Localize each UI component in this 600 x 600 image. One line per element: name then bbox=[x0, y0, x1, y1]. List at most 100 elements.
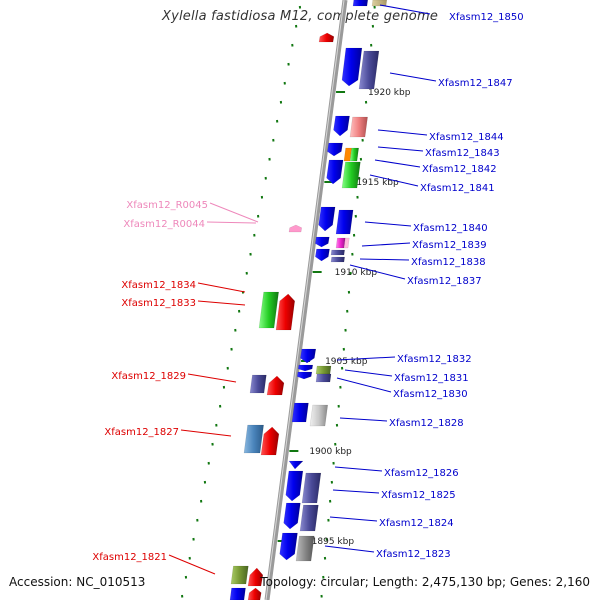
gene-glyph[interactable] bbox=[247, 587, 262, 600]
gene-glyph[interactable] bbox=[288, 460, 304, 470]
genome-backbone bbox=[264, 0, 348, 600]
label-leader bbox=[336, 377, 392, 393]
gene-glyph[interactable] bbox=[275, 293, 296, 331]
gene-label[interactable]: Xfasm12_1833 bbox=[121, 298, 196, 309]
gene-glyph[interactable] bbox=[299, 504, 319, 532]
gene-glyph[interactable] bbox=[358, 50, 380, 90]
gene-glyph[interactable] bbox=[335, 209, 354, 235]
label-leader bbox=[344, 369, 393, 377]
label-leader bbox=[180, 429, 232, 437]
gene-glyph[interactable] bbox=[279, 532, 298, 561]
gene-label[interactable]: Xfasm12_R0044 bbox=[123, 219, 205, 230]
gene-glyph[interactable] bbox=[335, 237, 346, 249]
gene-label[interactable]: Xfasm12_1829 bbox=[111, 371, 186, 382]
gene-label[interactable]: Xfasm12_1831 bbox=[394, 373, 469, 384]
gene-label[interactable]: Xfasm12_1826 bbox=[384, 468, 459, 479]
gene-label[interactable]: Xfasm12_1839 bbox=[412, 240, 487, 251]
gene-glyph[interactable] bbox=[315, 365, 332, 375]
gene-label[interactable]: Xfasm12_1844 bbox=[429, 132, 504, 143]
gene-glyph[interactable] bbox=[343, 237, 350, 249]
label-leader bbox=[187, 373, 237, 383]
gene-label[interactable]: Xfasm12_1827 bbox=[104, 427, 179, 438]
gene-glyph[interactable] bbox=[315, 248, 330, 262]
gene-glyph[interactable] bbox=[285, 470, 304, 502]
gene-label[interactable]: Xfasm12_1843 bbox=[425, 148, 500, 159]
label-leader bbox=[377, 129, 428, 136]
gene-glyph[interactable] bbox=[327, 142, 343, 157]
label-leader bbox=[197, 282, 246, 293]
gene-label[interactable]: Xfasm12_1828 bbox=[389, 418, 464, 429]
gene-label[interactable]: Xfasm12_1832 bbox=[397, 354, 472, 365]
gene-label[interactable]: Xfasm12_1850 bbox=[449, 12, 524, 23]
gene-glyph[interactable] bbox=[349, 147, 359, 162]
kbp-tick-label: 1900 kbp bbox=[309, 447, 352, 457]
gene-glyph[interactable] bbox=[315, 373, 332, 383]
gene-glyph[interactable] bbox=[295, 535, 315, 562]
gene-glyph[interactable] bbox=[318, 32, 335, 43]
gene-glyph[interactable] bbox=[330, 256, 345, 263]
label-leader bbox=[364, 221, 412, 227]
gene-glyph[interactable] bbox=[296, 371, 313, 380]
label-leader bbox=[369, 174, 419, 187]
gene-label[interactable]: Xfasm12_1842 bbox=[422, 164, 497, 175]
gene-glyph[interactable] bbox=[283, 502, 301, 530]
gene-glyph[interactable] bbox=[301, 472, 322, 504]
gene-glyph[interactable] bbox=[330, 249, 345, 256]
label-leader bbox=[349, 264, 406, 280]
gene-glyph[interactable] bbox=[341, 47, 363, 87]
gene-glyph[interactable] bbox=[326, 159, 344, 185]
label-leader bbox=[168, 554, 216, 575]
label-leader bbox=[332, 489, 380, 494]
gene-label[interactable]: Xfasm12_1847 bbox=[438, 78, 513, 89]
gene-glyph[interactable] bbox=[260, 426, 280, 456]
gene-label[interactable]: Xfasm12_1830 bbox=[393, 389, 468, 400]
kbp-tick-label: 1905 kbp bbox=[325, 357, 368, 367]
gene-glyph[interactable] bbox=[249, 374, 267, 394]
gene-label[interactable]: Xfasm12_1825 bbox=[381, 490, 456, 501]
label-leader bbox=[339, 417, 388, 422]
gene-label[interactable]: Xfasm12_1838 bbox=[411, 257, 486, 268]
gene-glyph[interactable] bbox=[352, 0, 369, 7]
gene-glyph[interactable] bbox=[243, 424, 264, 454]
genome-backbone-highlight bbox=[265, 0, 345, 600]
map-title: Xylella fastidiosa M12, complete genome bbox=[161, 9, 439, 24]
label-leader bbox=[334, 466, 383, 472]
gene-label[interactable]: Xfasm12_1841 bbox=[420, 183, 495, 194]
label-leader bbox=[377, 146, 424, 152]
gene-label[interactable]: Xfasm12_1840 bbox=[413, 223, 488, 234]
label-leader bbox=[359, 258, 410, 261]
gene-label[interactable]: Xfasm12_1823 bbox=[376, 549, 451, 560]
gene-label[interactable]: Xfasm12_1837 bbox=[407, 276, 482, 287]
gene-glyph[interactable] bbox=[288, 224, 303, 233]
gene-label[interactable]: Xfasm12_1834 bbox=[121, 280, 196, 291]
gene-label[interactable]: Xfasm12_1824 bbox=[379, 518, 454, 529]
gene-glyph[interactable] bbox=[230, 565, 249, 585]
label-leader bbox=[379, 4, 431, 15]
gene-label[interactable]: Xfasm12_R0045 bbox=[126, 200, 208, 211]
label-leader bbox=[329, 516, 378, 522]
gene-glyph[interactable] bbox=[247, 567, 264, 587]
gene-glyph[interactable] bbox=[371, 0, 388, 7]
gene-label[interactable]: Xfasm12_1821 bbox=[92, 552, 167, 563]
label-leader bbox=[361, 242, 411, 247]
kbp-tick-label: 1920 kbp bbox=[368, 88, 411, 98]
gene-glyph[interactable] bbox=[300, 348, 317, 364]
gene-glyph[interactable] bbox=[318, 206, 336, 232]
gene-glyph[interactable] bbox=[349, 116, 368, 138]
gene-glyph[interactable] bbox=[341, 161, 361, 189]
gene-glyph[interactable] bbox=[333, 115, 350, 137]
genome-summary: Topology: circular; Length: 2,475,130 bp… bbox=[260, 575, 590, 589]
gene-glyph[interactable] bbox=[297, 364, 314, 372]
gene-glyph[interactable] bbox=[266, 375, 285, 396]
gene-glyph[interactable] bbox=[314, 236, 330, 248]
kbp-tick-label: 1895 kbp bbox=[312, 537, 355, 547]
label-leader bbox=[374, 159, 421, 168]
kbp-tick-label: 1910 kbp bbox=[335, 268, 378, 278]
gene-glyph[interactable] bbox=[229, 587, 246, 600]
gene-glyph[interactable] bbox=[258, 291, 279, 329]
label-leader bbox=[336, 356, 396, 361]
gene-glyph[interactable] bbox=[309, 404, 329, 427]
gene-glyph[interactable] bbox=[291, 402, 309, 423]
accession-label: Accession: NC_010513 bbox=[9, 575, 146, 589]
